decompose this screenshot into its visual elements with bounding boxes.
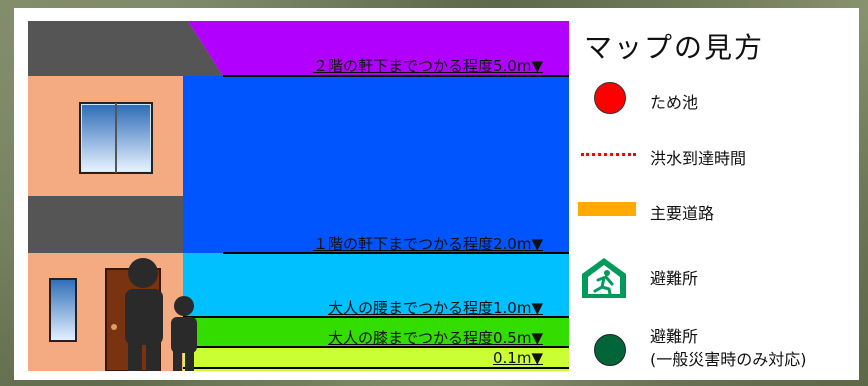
red-dotted-line-icon [581,153,636,156]
label-05m: 大人の膝までつかる程度0.5m▼ [327,329,543,347]
evacuation-shelter-icon [582,258,626,298]
child-silhouette [171,296,197,371]
legend-label-general-shelter-note: (一般災害時のみ対応) [650,350,807,369]
lower-roof [28,196,223,253]
label-5m: ２階の軒下までつかる程度5.0m▼ [312,57,543,75]
label-1m: 大人の腰までつかる程度1.0m▼ [327,299,543,317]
flood-depth-diagram: ２階の軒下までつかる程度5.0m▼ １階の軒下までつかる程度2.0m▼ 大人の腰… [28,21,569,371]
label-2m: １階の軒下までつかる程度2.0m▼ [312,235,543,253]
flood-depth-illustration [28,21,569,371]
red-circle-icon [594,82,626,114]
legend-label-shelter: 避難所 [650,269,699,288]
lower-window [49,278,77,342]
band-1m [183,253,569,317]
band-5m [188,21,569,76]
green-circle-icon [594,334,626,366]
orange-bar-icon [578,202,636,216]
legend-label-general-shelter: 避難所 [650,327,699,346]
legend-label-reservoir: ため池 [650,93,699,112]
band-05m [183,317,569,347]
label-01m: 0.1m▼ [492,349,543,367]
upper-roof [28,21,223,76]
door-knob [111,324,117,330]
adult-silhouette [125,258,163,371]
legend-label-flood-time: 洪水到達時間 [650,149,747,168]
band-2m [183,76,569,253]
legend-title: マップの見方 [584,31,765,64]
legend-label-main-road: 主要道路 [650,204,715,223]
